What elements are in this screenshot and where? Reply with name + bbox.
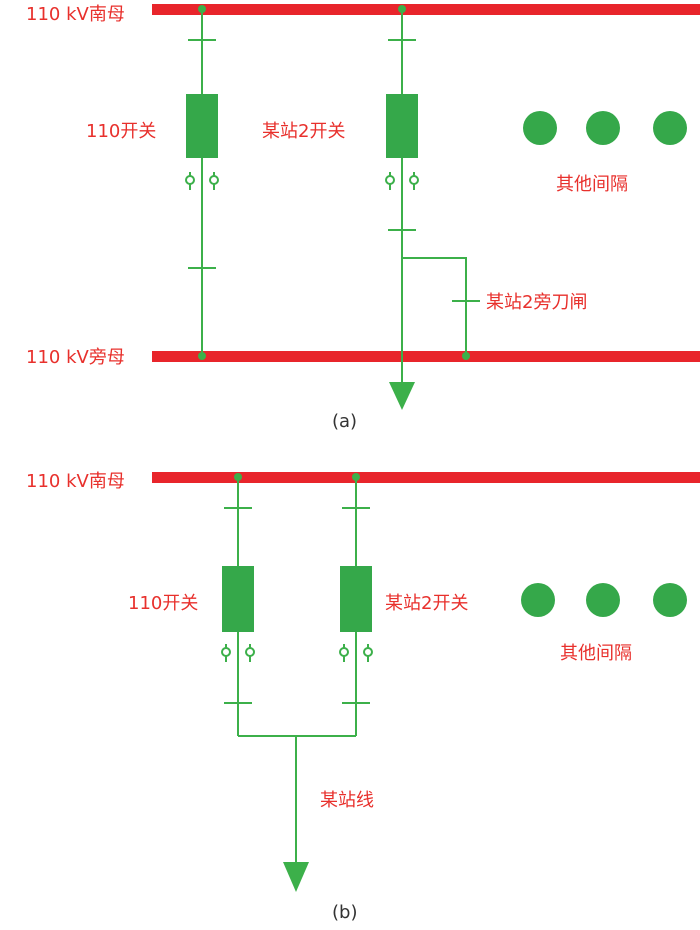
- feeder-arrow-icon: [283, 862, 309, 892]
- bus-junction-dot: [198, 352, 206, 360]
- bay-station2-breaker-label-a: 某站2开关: [262, 121, 345, 142]
- other-bay-dot-icon: [523, 111, 557, 145]
- caption-a: (a): [332, 411, 357, 432]
- breaker-icon: [186, 94, 218, 158]
- bus-junction-dot: [198, 5, 206, 13]
- other-bays-label-a: 其他间隔: [556, 174, 628, 195]
- other-bays-b: 其他间隔: [521, 583, 687, 664]
- diagram-a: 110 kV南母 110 kV旁母 110开关: [26, 4, 700, 432]
- south-bus-label-a: 110 kV南母: [26, 4, 125, 25]
- bypass-knife-label-a: 某站2旁刀闸: [486, 292, 587, 313]
- south-bus-a: [152, 4, 700, 15]
- current-transformer-icon: [339, 644, 373, 662]
- current-transformer-icon: [185, 172, 219, 190]
- current-transformer-icon: [221, 644, 255, 662]
- bay-110-breaker-label-b: 110开关: [128, 593, 198, 614]
- bay-110-a: [185, 5, 219, 360]
- south-bus-label-b: 110 kV南母: [26, 471, 125, 492]
- current-transformer-icon: [385, 172, 419, 190]
- other-bays-a: 其他间隔: [523, 111, 687, 195]
- other-bay-dot-icon: [653, 111, 687, 145]
- bypass-branch: [402, 257, 467, 356]
- south-bus-b: [152, 472, 700, 483]
- other-bay-dot-icon: [653, 583, 687, 617]
- bus-junction-dot: [352, 473, 360, 481]
- feeder-arrow-icon: [389, 382, 415, 410]
- bay-station2-breaker-label-b: 某站2开关: [385, 593, 468, 614]
- bus-junction-dot: [398, 5, 406, 13]
- bus-junction-dot: [462, 352, 470, 360]
- breaker-icon: [222, 566, 254, 632]
- caption-b: (b): [332, 902, 357, 923]
- breaker-icon: [386, 94, 418, 158]
- diagram-b: 110 kV南母 110开关: [26, 471, 700, 923]
- breaker-icon: [340, 566, 372, 632]
- bypass-bus-label-a: 110 kV旁母: [26, 347, 125, 368]
- other-bay-dot-icon: [586, 111, 620, 145]
- other-bay-dot-icon: [521, 583, 555, 617]
- other-bays-label-b: 其他间隔: [560, 643, 632, 664]
- line-label-b: 某站线: [320, 790, 374, 811]
- other-bay-dot-icon: [586, 583, 620, 617]
- bypass-bus-a: [152, 351, 700, 362]
- bay-station2-a: [385, 5, 480, 388]
- bus-junction-dot: [234, 473, 242, 481]
- bay-110-breaker-label-a: 110开关: [86, 121, 156, 142]
